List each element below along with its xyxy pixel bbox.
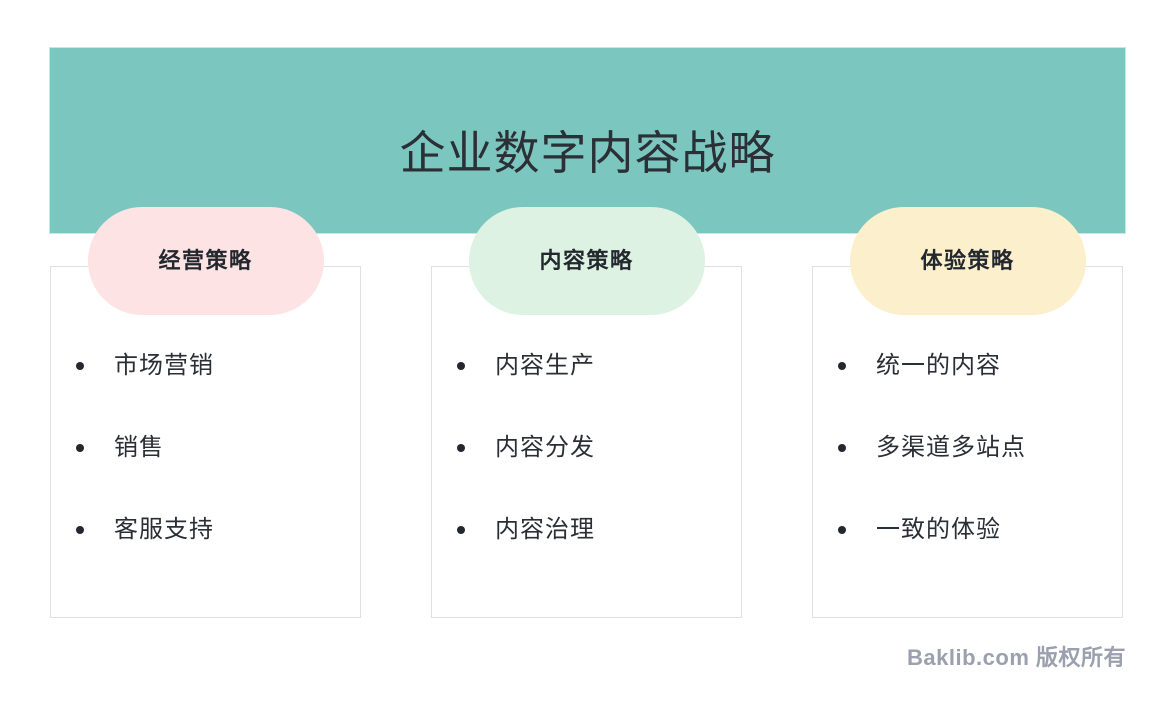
list-item: 统一的内容 bbox=[838, 352, 1123, 380]
list-item-label: 内容治理 bbox=[495, 516, 595, 543]
column-header-label-2: 内容策略 bbox=[539, 248, 634, 273]
bullet-list-3: 统一的内容 多渠道多站点 一致的体验 bbox=[812, 352, 1123, 544]
list-item: 客服支持 bbox=[76, 516, 361, 544]
list-item: 一致的体验 bbox=[838, 516, 1123, 544]
column-card-2 bbox=[431, 266, 742, 618]
column-header-label-1: 经营策略 bbox=[158, 248, 253, 273]
list-item: 内容治理 bbox=[457, 516, 742, 544]
bullet-dot-icon bbox=[838, 444, 846, 452]
column-header-pill-1[interactable]: 经营策略 bbox=[87, 207, 324, 315]
title-banner: 企业数字内容战略 bbox=[50, 48, 1125, 233]
column-header-label-3: 体验策略 bbox=[920, 248, 1015, 273]
bullet-dot-icon bbox=[457, 526, 465, 534]
bullet-dot-icon bbox=[838, 362, 846, 370]
list-item: 内容生产 bbox=[457, 352, 742, 380]
column-header-pill-3[interactable]: 体验策略 bbox=[849, 207, 1086, 315]
bullet-dot-icon bbox=[457, 362, 465, 370]
list-item-label: 内容生产 bbox=[495, 352, 595, 379]
list-item-label: 客服支持 bbox=[114, 516, 214, 543]
list-item: 销售 bbox=[76, 434, 361, 462]
column-card-1 bbox=[50, 266, 361, 618]
bullet-list-2: 内容生产 内容分发 内容治理 bbox=[431, 352, 742, 544]
bullet-list-1: 市场营销 销售 客服支持 bbox=[50, 352, 361, 544]
column-card-3 bbox=[812, 266, 1123, 618]
strategy-column-3: 体验策略 统一的内容 多渠道多站点 一致的体验 bbox=[812, 207, 1123, 618]
list-item-label: 销售 bbox=[114, 434, 164, 461]
list-item-label: 一致的体验 bbox=[876, 516, 1001, 543]
list-item: 多渠道多站点 bbox=[838, 434, 1123, 462]
column-header-pill-2[interactable]: 内容策略 bbox=[468, 207, 705, 315]
list-item-label: 内容分发 bbox=[495, 434, 595, 461]
list-item-label: 统一的内容 bbox=[876, 352, 1001, 379]
watermark: Baklib.com 版权所有 bbox=[907, 645, 1126, 670]
bullet-dot-icon bbox=[76, 444, 84, 452]
list-item-label: 市场营销 bbox=[114, 352, 214, 379]
page-title: 企业数字内容战略 bbox=[399, 126, 776, 179]
bullet-dot-icon bbox=[457, 444, 465, 452]
list-item: 市场营销 bbox=[76, 352, 361, 380]
list-item: 内容分发 bbox=[457, 434, 742, 462]
bullet-dot-icon bbox=[76, 526, 84, 534]
bullet-dot-icon bbox=[838, 526, 846, 534]
bullet-dot-icon bbox=[76, 362, 84, 370]
strategy-column-2: 内容策略 内容生产 内容分发 内容治理 bbox=[431, 207, 742, 618]
strategy-column-1: 经营策略 市场营销 销售 客服支持 bbox=[50, 207, 361, 618]
list-item-label: 多渠道多站点 bbox=[876, 434, 1026, 461]
